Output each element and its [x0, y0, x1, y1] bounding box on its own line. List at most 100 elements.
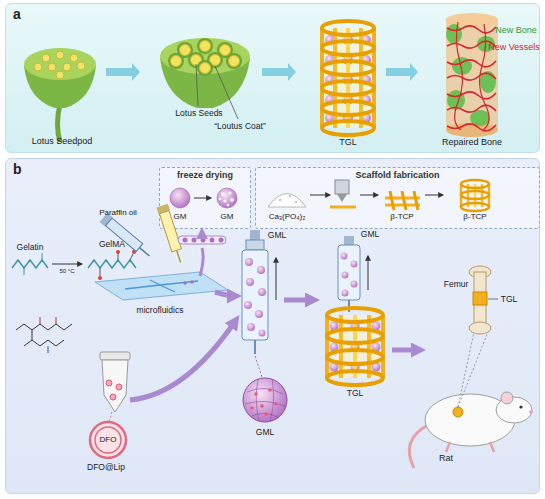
gelatin-chain	[12, 260, 48, 268]
gelma-chain	[98, 276, 102, 280]
liposome	[90, 422, 126, 458]
tgl-scaffold	[325, 35, 335, 45]
femur-bone	[473, 292, 487, 305]
tgl-scaffold	[327, 308, 383, 322]
gm-microsphere	[170, 188, 237, 208]
microfluidic-chip	[95, 272, 228, 300]
droplet-tube	[219, 238, 224, 243]
tgl-scaffold	[367, 315, 371, 378]
part-label: GelMA	[99, 240, 125, 249]
tgl-scaffold	[330, 322, 339, 331]
tgl-scaffold	[322, 21, 374, 135]
lotus-seedpod	[56, 51, 64, 59]
tgl-scaffold	[361, 75, 371, 85]
lotus-seedpod-cut	[177, 42, 193, 58]
tgl-scaffold	[372, 343, 381, 352]
tgl-scaffold	[339, 315, 343, 378]
tgl-scaffold	[327, 371, 383, 385]
condition-label: 50 °C	[59, 268, 74, 274]
femur-bone	[488, 299, 498, 300]
part-label: TGL	[347, 389, 364, 398]
gelatin-chain	[52, 264, 82, 265]
syringe	[177, 250, 181, 262]
lotus-seedpod	[77, 62, 85, 70]
flow-arrow	[392, 348, 420, 353]
lotus-seedpod-cut	[160, 38, 250, 74]
femur-bone	[474, 272, 486, 328]
process-box: freeze drying	[159, 167, 251, 229]
gml-syringe	[244, 301, 252, 309]
femur-bone	[469, 266, 491, 278]
lotus-seedpod-cut	[215, 66, 238, 119]
scaffold-fabrication	[330, 206, 356, 209]
tgl-scaffold	[343, 35, 353, 45]
gml-particle	[260, 404, 264, 408]
lotus-seedpod-cut	[226, 53, 242, 69]
part-label: GM	[174, 213, 187, 221]
dfo-molecule	[56, 317, 57, 324]
scaffold-fabrication	[279, 199, 281, 201]
scaffold-fabrication	[425, 195, 443, 196]
gm-microsphere	[227, 204, 230, 207]
process-arrow	[262, 63, 296, 81]
tgl-scaffold	[361, 113, 371, 123]
tgl-scaffold	[346, 28, 350, 128]
scaffold-fabrication	[414, 191, 418, 210]
tgl-scaffold	[343, 113, 353, 123]
repaired-bone	[452, 57, 472, 75]
repaired-bone	[455, 22, 463, 130]
tgl-scaffold	[325, 95, 335, 105]
repaired-bone	[477, 36, 495, 52]
repaired-bone	[447, 90, 465, 110]
tgl-scaffold	[351, 322, 360, 331]
rat	[501, 392, 513, 404]
lotus-seedpod-cut	[200, 63, 211, 74]
part-label: microfluidics	[137, 306, 184, 315]
liposome	[90, 422, 126, 458]
repaired-bone	[446, 20, 498, 130]
tgl-scaffold	[343, 55, 353, 65]
lotus-seedpod-cut	[229, 56, 240, 67]
gml-syringe	[368, 256, 369, 290]
gml-particle	[250, 406, 254, 410]
gelma-chain	[130, 254, 133, 260]
tgl-scaffold	[322, 101, 374, 115]
droplet-tube	[201, 238, 206, 243]
tgl-scaffold	[322, 81, 374, 95]
scaffold-fabrication	[461, 203, 489, 211]
lotus-seedpod	[42, 54, 50, 62]
lotus-seedpod-cut	[188, 52, 204, 68]
part-label: DFO@Lip	[87, 463, 125, 472]
rat	[453, 407, 463, 417]
tgl-scaffold	[322, 61, 374, 75]
scaffold-fabrication	[337, 194, 347, 202]
panel-box: bfreeze dryingScaffold fabrication	[5, 158, 540, 494]
scaffold-fabrication	[335, 180, 349, 194]
gelma-chain	[88, 250, 136, 280]
tgl-scaffold	[325, 113, 335, 123]
gml-particle	[274, 402, 278, 406]
tgl-scaffold	[333, 28, 337, 128]
microfluidic-chip	[125, 281, 198, 289]
lotus-seedpod	[24, 48, 96, 80]
tgl-scaffold	[372, 363, 381, 372]
process-arrow	[106, 63, 140, 81]
part-label: GML	[361, 230, 379, 239]
tgl-scaffold	[325, 315, 329, 378]
gm-microsphere	[217, 188, 237, 208]
tgl-scaffold	[327, 315, 383, 378]
gelatin-chain	[12, 253, 82, 275]
part-label: β-TCP	[390, 213, 413, 221]
lotus-seedpod-cut	[168, 53, 184, 69]
flow-arrow	[284, 298, 314, 303]
gm-microsphere	[194, 198, 211, 199]
gm-microsphere	[223, 199, 226, 202]
flow-arrow	[215, 292, 236, 296]
scaffold-fabrication	[467, 184, 470, 207]
syringe	[106, 218, 143, 251]
lotus-seedpod-cut	[196, 64, 198, 106]
eppendorf-tube	[102, 360, 128, 412]
part-label: “Loutus Coat”	[214, 122, 266, 131]
